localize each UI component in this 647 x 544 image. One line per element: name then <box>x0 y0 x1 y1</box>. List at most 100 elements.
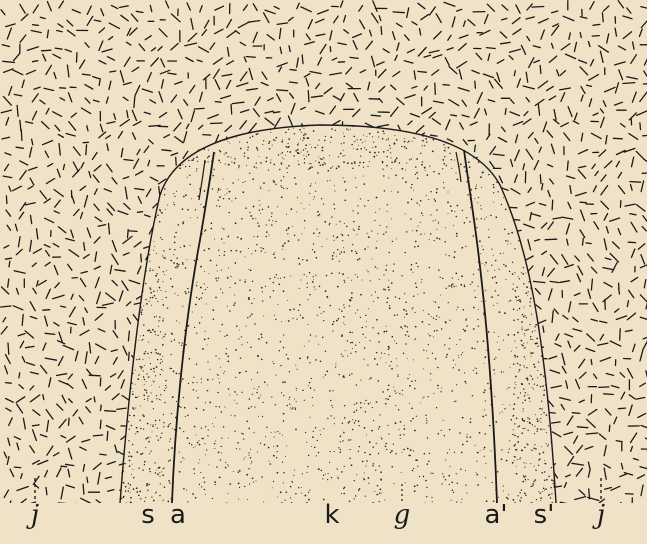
stipple-dot <box>469 177 470 178</box>
stipple-dot <box>400 326 402 328</box>
stipple-dot <box>483 340 485 342</box>
stipple-dot <box>324 221 326 223</box>
stipple-dot <box>287 151 288 152</box>
stipple-dot <box>484 456 485 457</box>
stipple-dot <box>303 155 304 156</box>
stipple-dot <box>529 274 530 275</box>
stipple-dot <box>342 273 344 275</box>
hatch-mark <box>277 63 287 67</box>
stipple-dot <box>385 403 387 405</box>
stipple-dot <box>143 370 144 371</box>
stipple-dot <box>439 238 441 240</box>
stipple-dot <box>196 363 197 364</box>
hatch-mark <box>615 102 623 105</box>
hatch-mark <box>319 254 328 262</box>
stipple-dot <box>242 433 243 434</box>
stipple-dot <box>283 347 284 348</box>
stipple-dot <box>466 127 467 128</box>
stipple-dot <box>473 152 474 153</box>
stipple-dot <box>162 370 163 371</box>
hatch-mark <box>197 60 202 62</box>
stipple-dot <box>466 134 468 136</box>
stipple-dot <box>425 170 426 171</box>
stipple-dot <box>124 390 125 391</box>
hatch-mark <box>6 210 11 216</box>
stipple-dot <box>413 190 414 191</box>
stipple-dot <box>180 407 181 408</box>
stipple-dot <box>556 471 558 473</box>
stipple-dot <box>311 446 312 447</box>
stipple-dot <box>426 418 427 419</box>
stipple-dot <box>429 239 430 240</box>
hatch-mark <box>439 251 444 260</box>
stipple-dot <box>197 442 199 444</box>
stipple-dot <box>251 313 253 315</box>
stipple-dot <box>456 235 457 236</box>
stipple-dot <box>321 313 322 314</box>
stipple-dot <box>456 216 458 218</box>
hatch-mark <box>471 342 480 347</box>
hatch-mark <box>586 243 591 244</box>
hatch-mark <box>400 153 402 158</box>
hatch-mark <box>80 186 86 190</box>
hatch-mark <box>581 133 582 141</box>
stipple-dot <box>126 175 127 176</box>
hatch-mark <box>370 448 378 456</box>
hatch-mark <box>567 416 573 425</box>
stipple-dot <box>541 472 543 474</box>
stipple-dot <box>131 474 132 475</box>
stipple-dot <box>250 347 252 349</box>
hatch-mark <box>378 228 385 234</box>
stipple-dot <box>473 274 474 275</box>
hatch-mark <box>447 500 450 509</box>
hatch-mark <box>307 348 312 351</box>
stipple-dot <box>155 352 157 354</box>
stipple-dot <box>409 403 410 404</box>
hatch-mark <box>449 174 456 179</box>
stipple-dot <box>340 449 341 450</box>
stipple-dot <box>394 314 396 316</box>
hatch-mark <box>534 281 545 282</box>
stipple-dot <box>262 416 263 417</box>
stipple-dot <box>530 298 532 300</box>
stipple-dot <box>351 163 353 165</box>
stipple-dot <box>514 170 515 171</box>
hatch-mark <box>383 420 386 426</box>
hatch-mark <box>644 280 646 288</box>
stipple-dot <box>325 290 327 292</box>
hatch-mark <box>67 20 73 26</box>
stipple-dot <box>189 166 190 167</box>
stipple-dot <box>252 135 254 137</box>
stipple-dot <box>513 393 514 394</box>
hatch-mark <box>356 334 362 339</box>
hatch-mark <box>498 138 506 143</box>
hatch-mark <box>20 120 21 130</box>
stipple-dot <box>332 330 333 331</box>
stipple-dot <box>344 251 345 252</box>
hatch-mark <box>347 501 351 510</box>
stipple-dot <box>512 140 513 141</box>
hatch-mark <box>111 374 116 377</box>
stipple-dot <box>306 502 308 504</box>
stipple-dot <box>530 339 531 340</box>
stipple-dot <box>298 310 299 311</box>
stipple-dot <box>171 341 172 342</box>
stipple-dot <box>503 264 504 265</box>
hatch-mark <box>57 468 61 477</box>
hatch-mark <box>126 42 130 45</box>
stipple-dot <box>157 215 158 216</box>
stipple-dot <box>168 145 170 147</box>
stipple-dot <box>359 258 361 260</box>
stipple-dot <box>128 145 129 146</box>
stipple-dot <box>360 139 361 140</box>
stipple-dot <box>391 466 393 468</box>
stipple-dot <box>291 208 293 210</box>
stipple-dot <box>160 374 161 375</box>
stipple-dot <box>185 293 187 295</box>
stipple-dot <box>541 200 542 201</box>
stipple-dot <box>357 259 359 261</box>
stipple-dot <box>280 185 281 186</box>
stipple-dot <box>293 128 294 129</box>
hatch-mark <box>188 229 191 234</box>
stipple-dot <box>293 318 294 319</box>
